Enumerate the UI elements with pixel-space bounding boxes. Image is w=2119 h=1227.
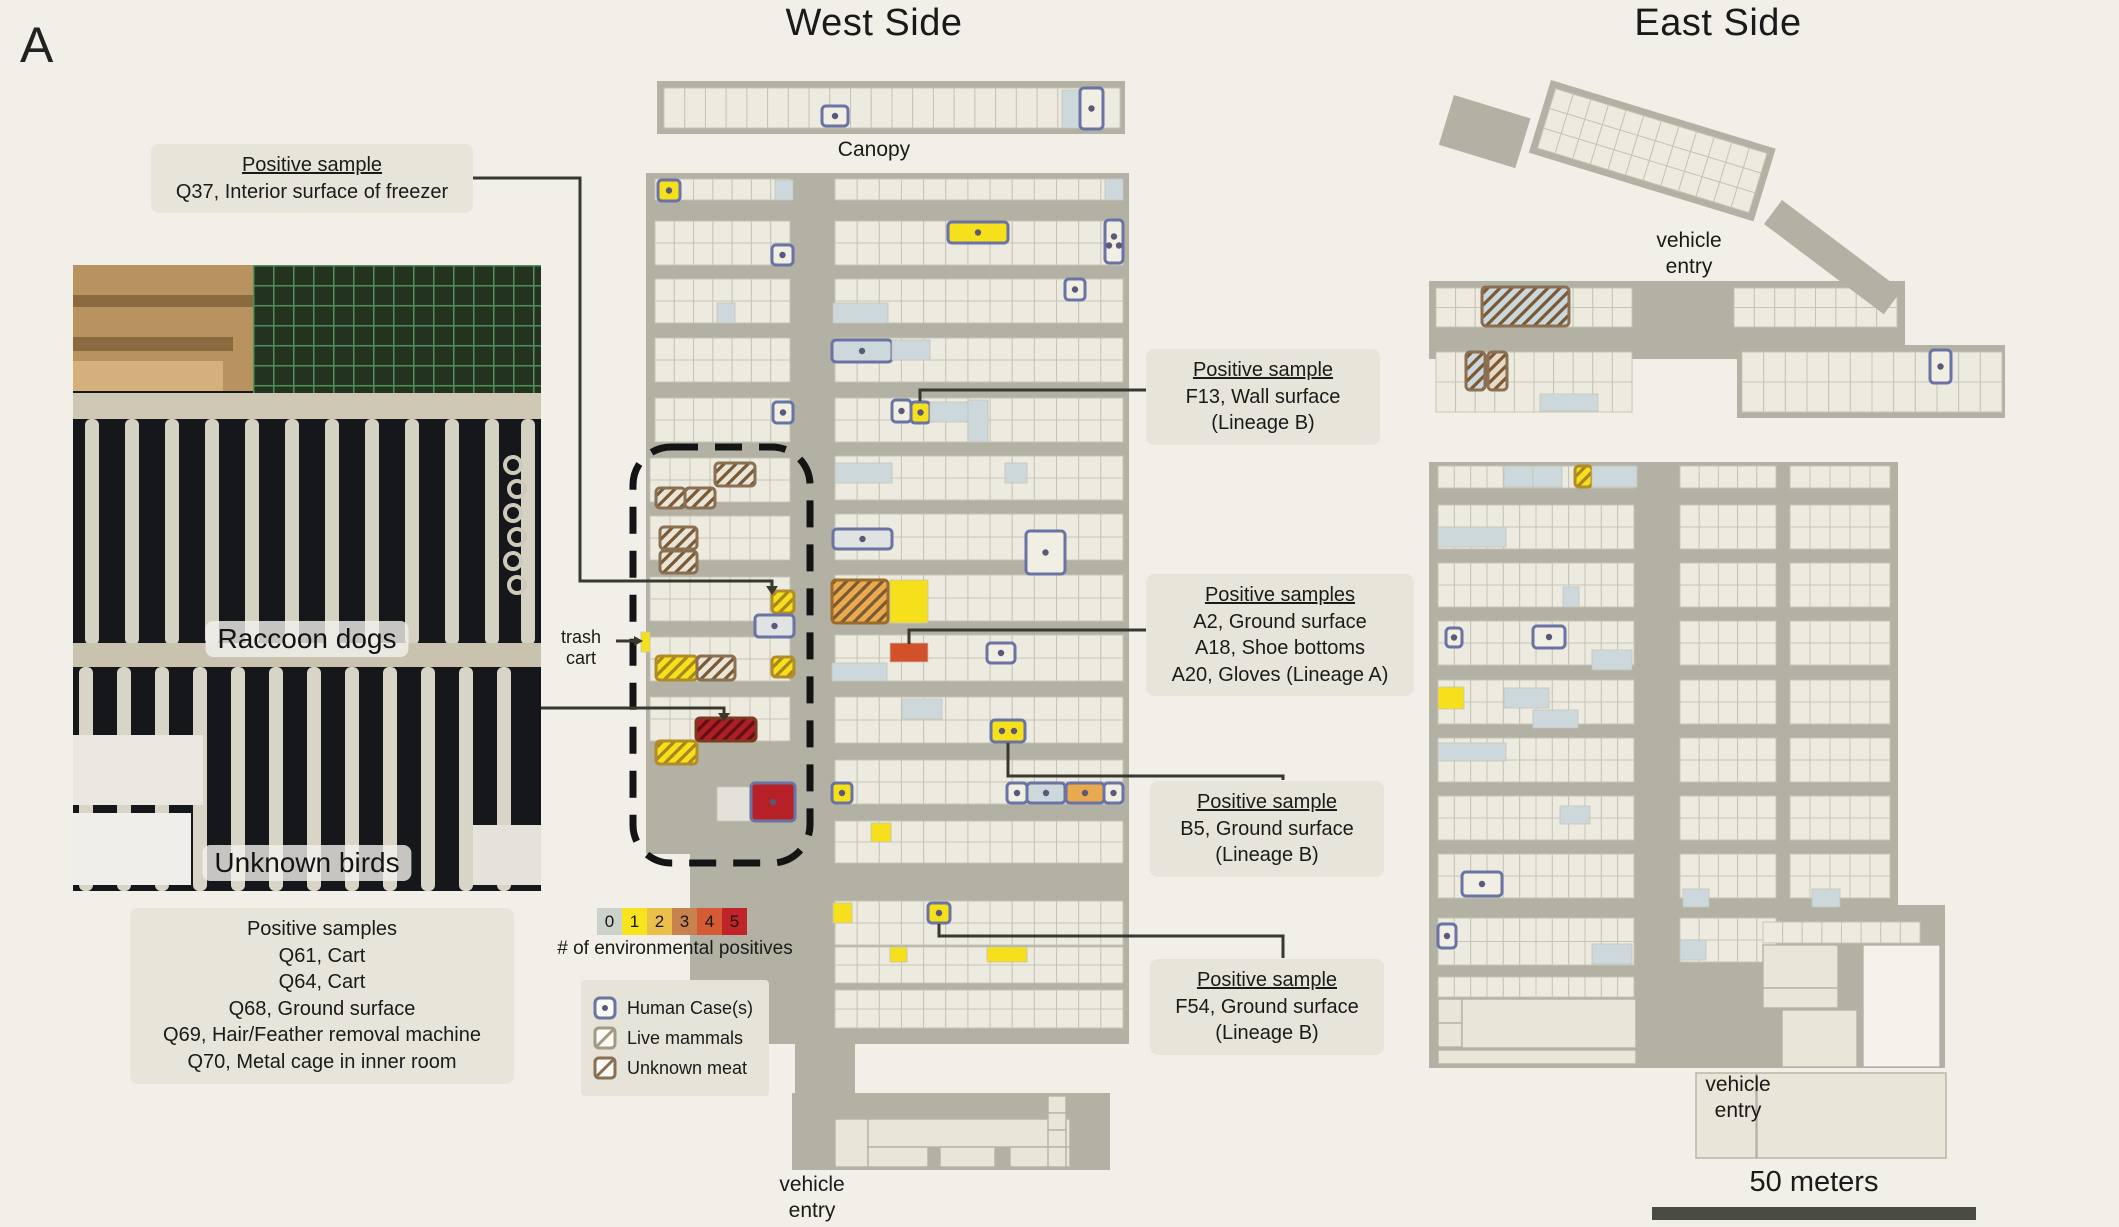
scale-bin-3: 3	[672, 908, 697, 935]
color-scale-caption: # of environmental positives	[557, 938, 793, 959]
photo-illustration	[73, 265, 541, 891]
legend-row-live-mammals: Live mammals	[593, 1026, 757, 1050]
east-side-title: East Side	[1634, 2, 1802, 44]
callout-f13: Positive sample F13, Wall surface(Lineag…	[1146, 349, 1380, 445]
scale-bin-2: 2	[647, 908, 672, 935]
photo-label-raccoon-dogs: Raccoon dogs	[205, 621, 409, 657]
callout-q37: Positive sample Q37, Interior surface of…	[151, 144, 473, 214]
west-side-title: West Side	[785, 2, 963, 44]
callout-title: Positive sample	[241, 154, 383, 176]
photo-label-unknown-birds: Unknown birds	[202, 845, 412, 881]
scale-bin-5: 5	[722, 908, 747, 935]
unknown-meat-icon	[593, 1056, 617, 1080]
legend-row-unknown-meat: Unknown meat	[593, 1056, 757, 1080]
callout-lines: Q37, Interior surface of freezer	[175, 180, 449, 203]
human-case-icon	[593, 996, 617, 1020]
callout-title: Positive sample	[1192, 359, 1334, 381]
scale-bin-4: 4	[697, 908, 722, 935]
callout-title: Positive sample	[1196, 791, 1338, 813]
callout-lines: F13, Wall surface(Lineage B)	[1185, 385, 1341, 435]
panel-label: A	[20, 17, 54, 73]
callout-title: Positive samples	[1204, 584, 1356, 606]
scale-bar-label: 50 meters	[1749, 1166, 1879, 1198]
callout-lines: B5, Ground surface(Lineage B)	[1180, 817, 1354, 867]
scale-bin-1: 1	[622, 908, 647, 935]
scale-bin-0: 0	[597, 908, 622, 935]
callout-lines: F54, Ground surface(Lineage B)	[1175, 995, 1359, 1045]
live-mammals-icon	[593, 1026, 617, 1050]
legend-row-human-case: Human Case(s)	[593, 996, 757, 1020]
canopy-label: Canopy	[837, 138, 911, 161]
callout-title: Positive samples	[246, 918, 398, 940]
callout-b5: Positive sample B5, Ground surface(Linea…	[1150, 781, 1384, 877]
callout-f54: Positive sample F54, Ground surface(Line…	[1150, 959, 1384, 1055]
market-photo: Raccoon dogs Unknown birds	[73, 265, 541, 891]
chain-icon	[503, 455, 527, 595]
callout-title: Positive sample	[1196, 969, 1338, 991]
marker-legend: Human Case(s) Live mammals Unknown meat	[581, 980, 769, 1096]
